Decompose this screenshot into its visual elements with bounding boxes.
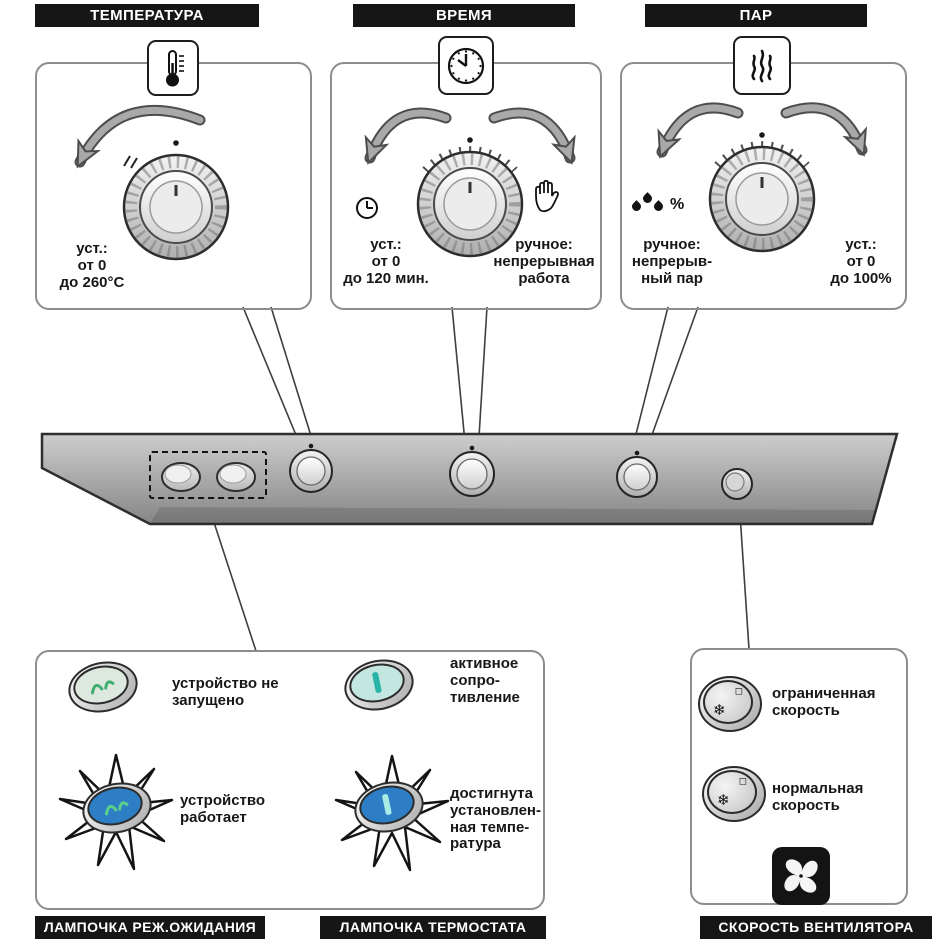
lamp-face: [355, 780, 419, 830]
time-range-label: уст.: от 0 до 120 мин.: [343, 236, 429, 287]
panel-light-1: [161, 462, 201, 492]
lamp-face: [83, 781, 147, 831]
thermostat-active-label: активное сопро- тивление: [450, 655, 520, 706]
steam-icon: [751, 49, 773, 82]
arrow-temperature-ccw: [76, 106, 204, 162]
arrow-time-cw: [490, 109, 570, 158]
drop-icon: [641, 192, 654, 205]
label-fan-speed: СКОРОСТЬ ВЕНТИЛЯТОРА: [700, 916, 932, 939]
square-icon: ◻: [734, 686, 743, 697]
clock-tile: [438, 36, 494, 95]
header-steam: ПАР: [645, 4, 867, 27]
button-face: ◻ ❄: [703, 680, 753, 724]
steam-tile: [733, 36, 791, 95]
clock-icon: [447, 47, 485, 84]
steam-range-label: уст.: от 0 до 100%: [830, 236, 892, 287]
thermostat-reached-label: достигнута установлен- ная темпе- ратура: [450, 785, 541, 853]
fan-limited-label: ограниченная скорость: [772, 685, 876, 719]
dial-marks-steam: [714, 141, 810, 168]
square-icon: ◻: [738, 776, 747, 787]
small-clock-icon: [355, 196, 379, 225]
knob-steam: [708, 132, 816, 253]
drop-icon: [630, 200, 643, 213]
knob-temperature: [122, 140, 230, 261]
standby-on-label: устройство работает: [180, 792, 266, 826]
percent-symbol: %: [670, 196, 685, 213]
snowflake-icon: ❄: [717, 792, 730, 809]
thermometer-icon: [166, 50, 184, 87]
time-manual-label: ручное: непрерывная работа: [493, 236, 595, 287]
lamps-legend-box: [35, 650, 545, 910]
control-panel: [40, 432, 899, 526]
arrow-steam-ccw: [662, 104, 742, 152]
button-face: ◻ ❄: [707, 770, 757, 814]
panel-knob-temperature: [289, 443, 333, 493]
arrow-time-ccw: [370, 109, 450, 158]
hand-icon: [534, 179, 562, 219]
panel-knob-steam: [616, 450, 658, 498]
fan-icon: [770, 845, 832, 912]
standby-lamp-off: [63, 655, 143, 719]
steam-drops-symbol: %: [630, 192, 702, 220]
steam-manual-label: ручное: непрерыв- ный пар: [631, 236, 713, 287]
panel-light-2: [216, 462, 256, 492]
thermostat-lamp-active: [339, 653, 419, 717]
label-standby-lamp: ЛАМПОЧКА РЕЖ.ОЖИДАНИЯ: [35, 916, 265, 939]
dial-marks-time: [422, 146, 518, 173]
fan-speed-button-normal: ◻ ❄: [702, 766, 766, 822]
panel-button-fan: [721, 468, 753, 500]
temperature-range-label: уст.: от 0 до 260°C: [59, 240, 125, 291]
knob-time: [416, 137, 524, 258]
panel-knob-time: [449, 445, 495, 497]
standby-lamp-on: [77, 776, 157, 840]
fan-normal-label: нормальная скорость: [772, 780, 864, 814]
header-time: ВРЕМЯ: [353, 4, 575, 27]
drop-icon: [652, 200, 665, 213]
thermometer-tile: [147, 40, 199, 96]
standby-lamps-outline: [149, 451, 267, 499]
header-temperature: ТЕМПЕРАТУРА: [35, 4, 259, 27]
fan-speed-button-limited: ◻ ❄: [698, 676, 762, 732]
snowflake-icon: ❄: [713, 702, 726, 719]
thermostat-lamp-reached: [349, 775, 429, 839]
lamp-face: [69, 660, 133, 710]
label-thermostat-lamp: ЛАМПОЧКА ТЕРМОСТАТА: [320, 916, 546, 939]
arrow-steam-cw: [782, 104, 862, 150]
connector-lines: [206, 306, 750, 652]
lamp-face: [345, 658, 409, 708]
standby-off-label: устройство не запущено: [172, 675, 279, 709]
rotation-arrows: [74, 102, 868, 162]
